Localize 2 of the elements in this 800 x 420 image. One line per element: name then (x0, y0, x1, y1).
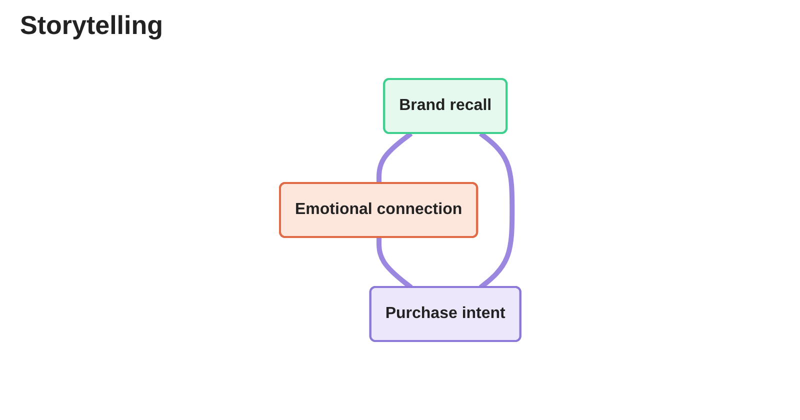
center-label: Storytelling (20, 10, 164, 41)
connector (376, 132, 412, 184)
